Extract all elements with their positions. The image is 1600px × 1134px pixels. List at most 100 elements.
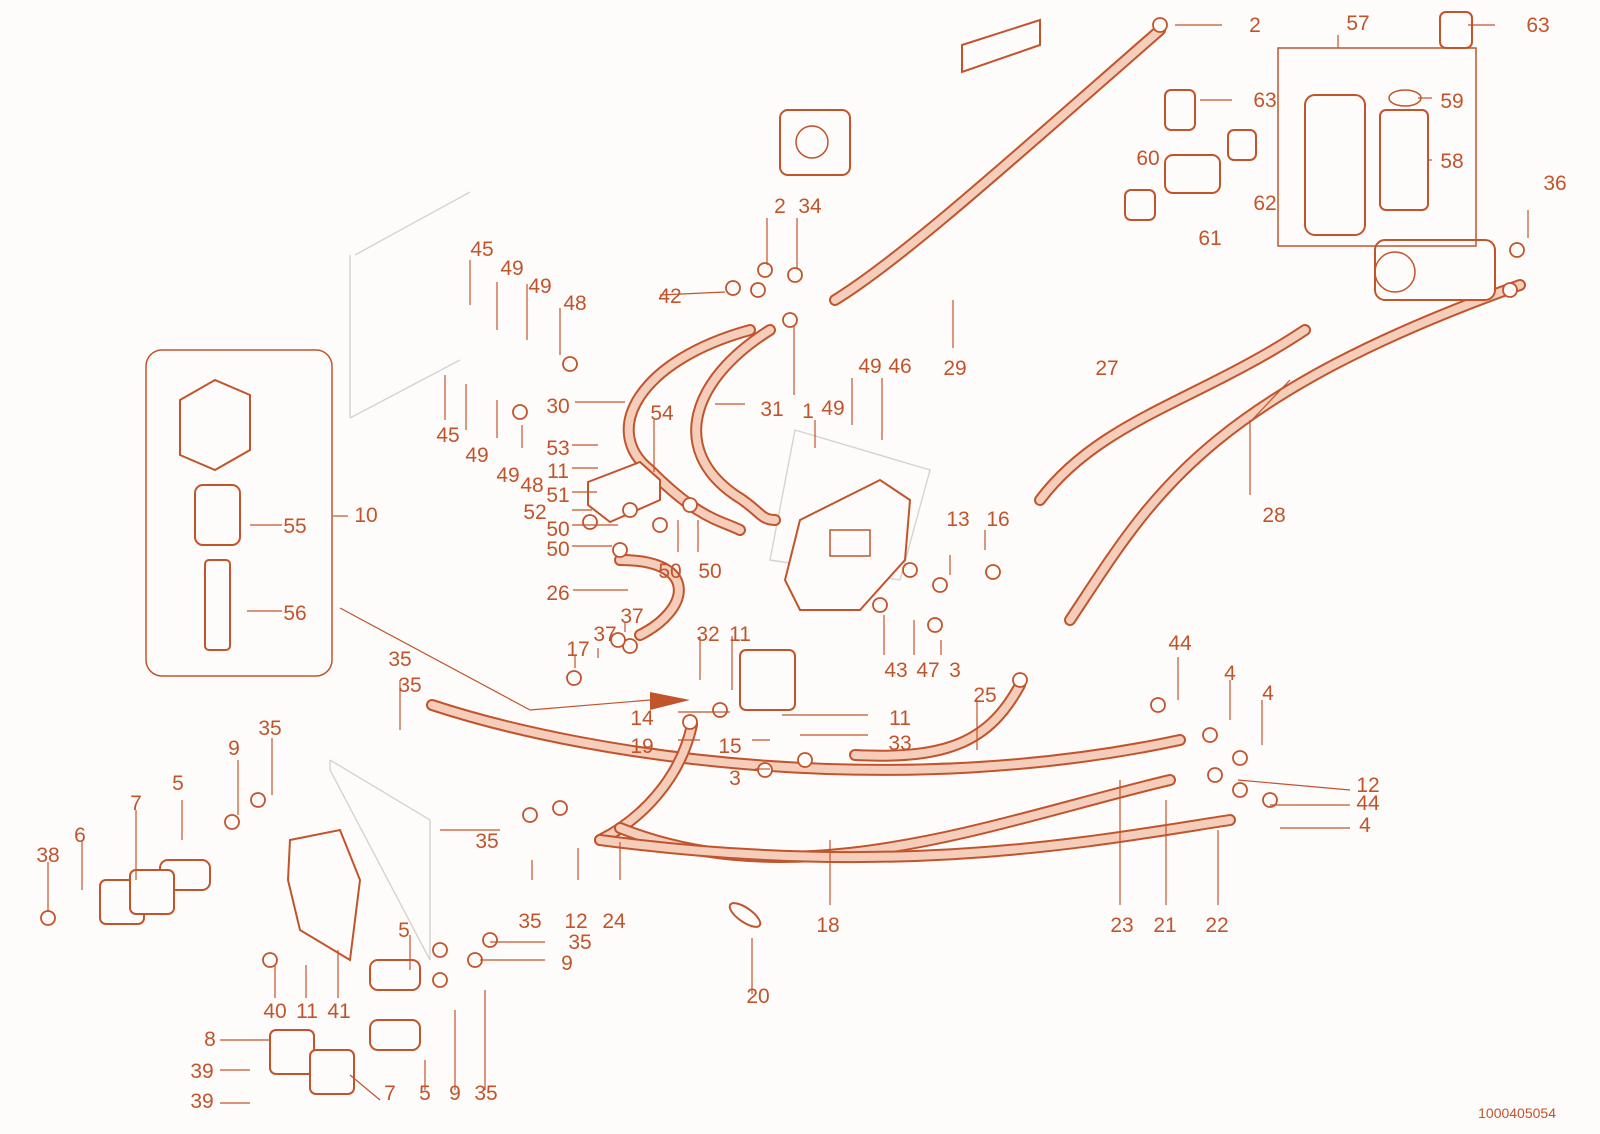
callout-35: 35 bbox=[258, 717, 281, 740]
callout-54: 54 bbox=[650, 402, 674, 425]
callout-19: 19 bbox=[630, 735, 653, 758]
coupler-body bbox=[309, 1049, 355, 1095]
elbow-fitting-63 bbox=[1164, 89, 1196, 131]
coupler-body bbox=[269, 1029, 315, 1075]
callout-51: 51 bbox=[546, 484, 569, 507]
elbow-fitting-63-top bbox=[1439, 11, 1473, 49]
leader-line bbox=[339, 607, 531, 711]
hose-24-body bbox=[596, 721, 696, 844]
fitting bbox=[432, 942, 448, 958]
fitting bbox=[985, 564, 1001, 580]
callout-7: 7 bbox=[384, 1082, 396, 1105]
cable-tie bbox=[728, 902, 762, 928]
callout-48: 48 bbox=[563, 292, 586, 315]
filter-housing bbox=[1304, 94, 1366, 236]
callout-35: 35 bbox=[568, 931, 591, 954]
hoses-layer bbox=[426, 24, 1526, 864]
fitting bbox=[682, 497, 698, 513]
fitting bbox=[552, 800, 568, 816]
hose-29-body bbox=[831, 26, 1164, 304]
callout-17: 17 bbox=[566, 638, 589, 661]
callout-35: 35 bbox=[388, 648, 411, 671]
callout-63: 63 bbox=[1526, 14, 1549, 37]
hose-22-body bbox=[596, 816, 1234, 862]
adapter-62 bbox=[1227, 129, 1257, 161]
callout-7: 7 bbox=[130, 792, 142, 815]
callout-28: 28 bbox=[1262, 504, 1285, 527]
callout-39: 39 bbox=[190, 1090, 213, 1113]
adapter-60 bbox=[1124, 189, 1156, 221]
callout-6: 6 bbox=[74, 824, 86, 847]
coil-55 bbox=[194, 484, 241, 546]
background-frame-outline bbox=[329, 191, 931, 961]
leader-line bbox=[659, 291, 726, 296]
hose-28-body bbox=[1066, 281, 1524, 624]
manifold-block bbox=[961, 18, 1041, 74]
callout-52: 52 bbox=[523, 501, 546, 524]
fitting bbox=[1232, 782, 1248, 798]
callout-37: 37 bbox=[620, 605, 643, 628]
fitting bbox=[757, 262, 773, 278]
arrowhead bbox=[650, 692, 690, 710]
callout-59: 59 bbox=[1440, 90, 1463, 113]
callout-35: 35 bbox=[474, 1082, 497, 1105]
callout-26: 26 bbox=[546, 582, 569, 605]
callout-9: 9 bbox=[561, 952, 573, 975]
tee-fitting-61 bbox=[1164, 154, 1221, 194]
fitting bbox=[224, 814, 240, 830]
callout-39: 39 bbox=[190, 1060, 213, 1083]
frame-outline bbox=[349, 359, 461, 419]
o-ring-59 bbox=[1388, 89, 1422, 107]
fitting bbox=[566, 670, 582, 686]
fitting bbox=[1509, 242, 1525, 258]
gear-pump-flange bbox=[795, 125, 829, 159]
callout-34: 34 bbox=[798, 195, 822, 218]
fitting bbox=[622, 502, 638, 518]
callout-60: 60 bbox=[1136, 147, 1159, 170]
fitting bbox=[1202, 727, 1218, 743]
fitting bbox=[797, 752, 813, 768]
fitting bbox=[652, 517, 668, 533]
callout-9: 9 bbox=[449, 1082, 461, 1105]
callout-50: 50 bbox=[546, 538, 569, 561]
callout-48: 48 bbox=[520, 474, 543, 497]
fitting bbox=[902, 562, 918, 578]
callout-4: 4 bbox=[1359, 814, 1371, 837]
callout-13: 13 bbox=[946, 508, 969, 531]
callout-5: 5 bbox=[172, 772, 184, 795]
callout-63: 63 bbox=[1253, 89, 1276, 112]
callout-35: 35 bbox=[398, 674, 421, 697]
callout-49: 49 bbox=[496, 464, 519, 487]
mounting-plate-41 bbox=[286, 828, 362, 962]
fitting bbox=[682, 714, 698, 730]
fitting bbox=[262, 952, 278, 968]
callout-31: 31 bbox=[760, 398, 783, 421]
callout-11: 11 bbox=[296, 1000, 318, 1023]
callout-55: 55 bbox=[283, 515, 306, 538]
callout-41: 41 bbox=[327, 1000, 350, 1023]
callout-21: 21 bbox=[1153, 914, 1176, 937]
callout-15: 15 bbox=[718, 735, 741, 758]
leader-lines-layer bbox=[47, 24, 1529, 1104]
callout-36: 36 bbox=[1543, 172, 1566, 195]
fitting bbox=[1262, 792, 1278, 808]
valve-block-54 bbox=[587, 460, 661, 524]
callout-49: 49 bbox=[528, 275, 551, 298]
callout-20: 20 bbox=[746, 985, 769, 1008]
callout-47: 47 bbox=[916, 659, 939, 682]
callout-45: 45 bbox=[470, 238, 493, 261]
callout-24: 24 bbox=[602, 910, 626, 933]
solenoid-inset-box bbox=[145, 349, 333, 677]
fitting bbox=[610, 632, 626, 648]
callout-62: 62 bbox=[1253, 192, 1276, 215]
gear-pump-top bbox=[779, 109, 851, 176]
control-valve-body bbox=[783, 478, 912, 611]
fitting bbox=[562, 356, 578, 372]
callout-50: 50 bbox=[658, 560, 681, 583]
callout-57: 57 bbox=[1346, 12, 1369, 35]
fitting bbox=[782, 312, 798, 328]
callout-42: 42 bbox=[658, 285, 681, 308]
callout-10: 10 bbox=[354, 504, 377, 527]
quick-coupler bbox=[369, 1019, 421, 1051]
